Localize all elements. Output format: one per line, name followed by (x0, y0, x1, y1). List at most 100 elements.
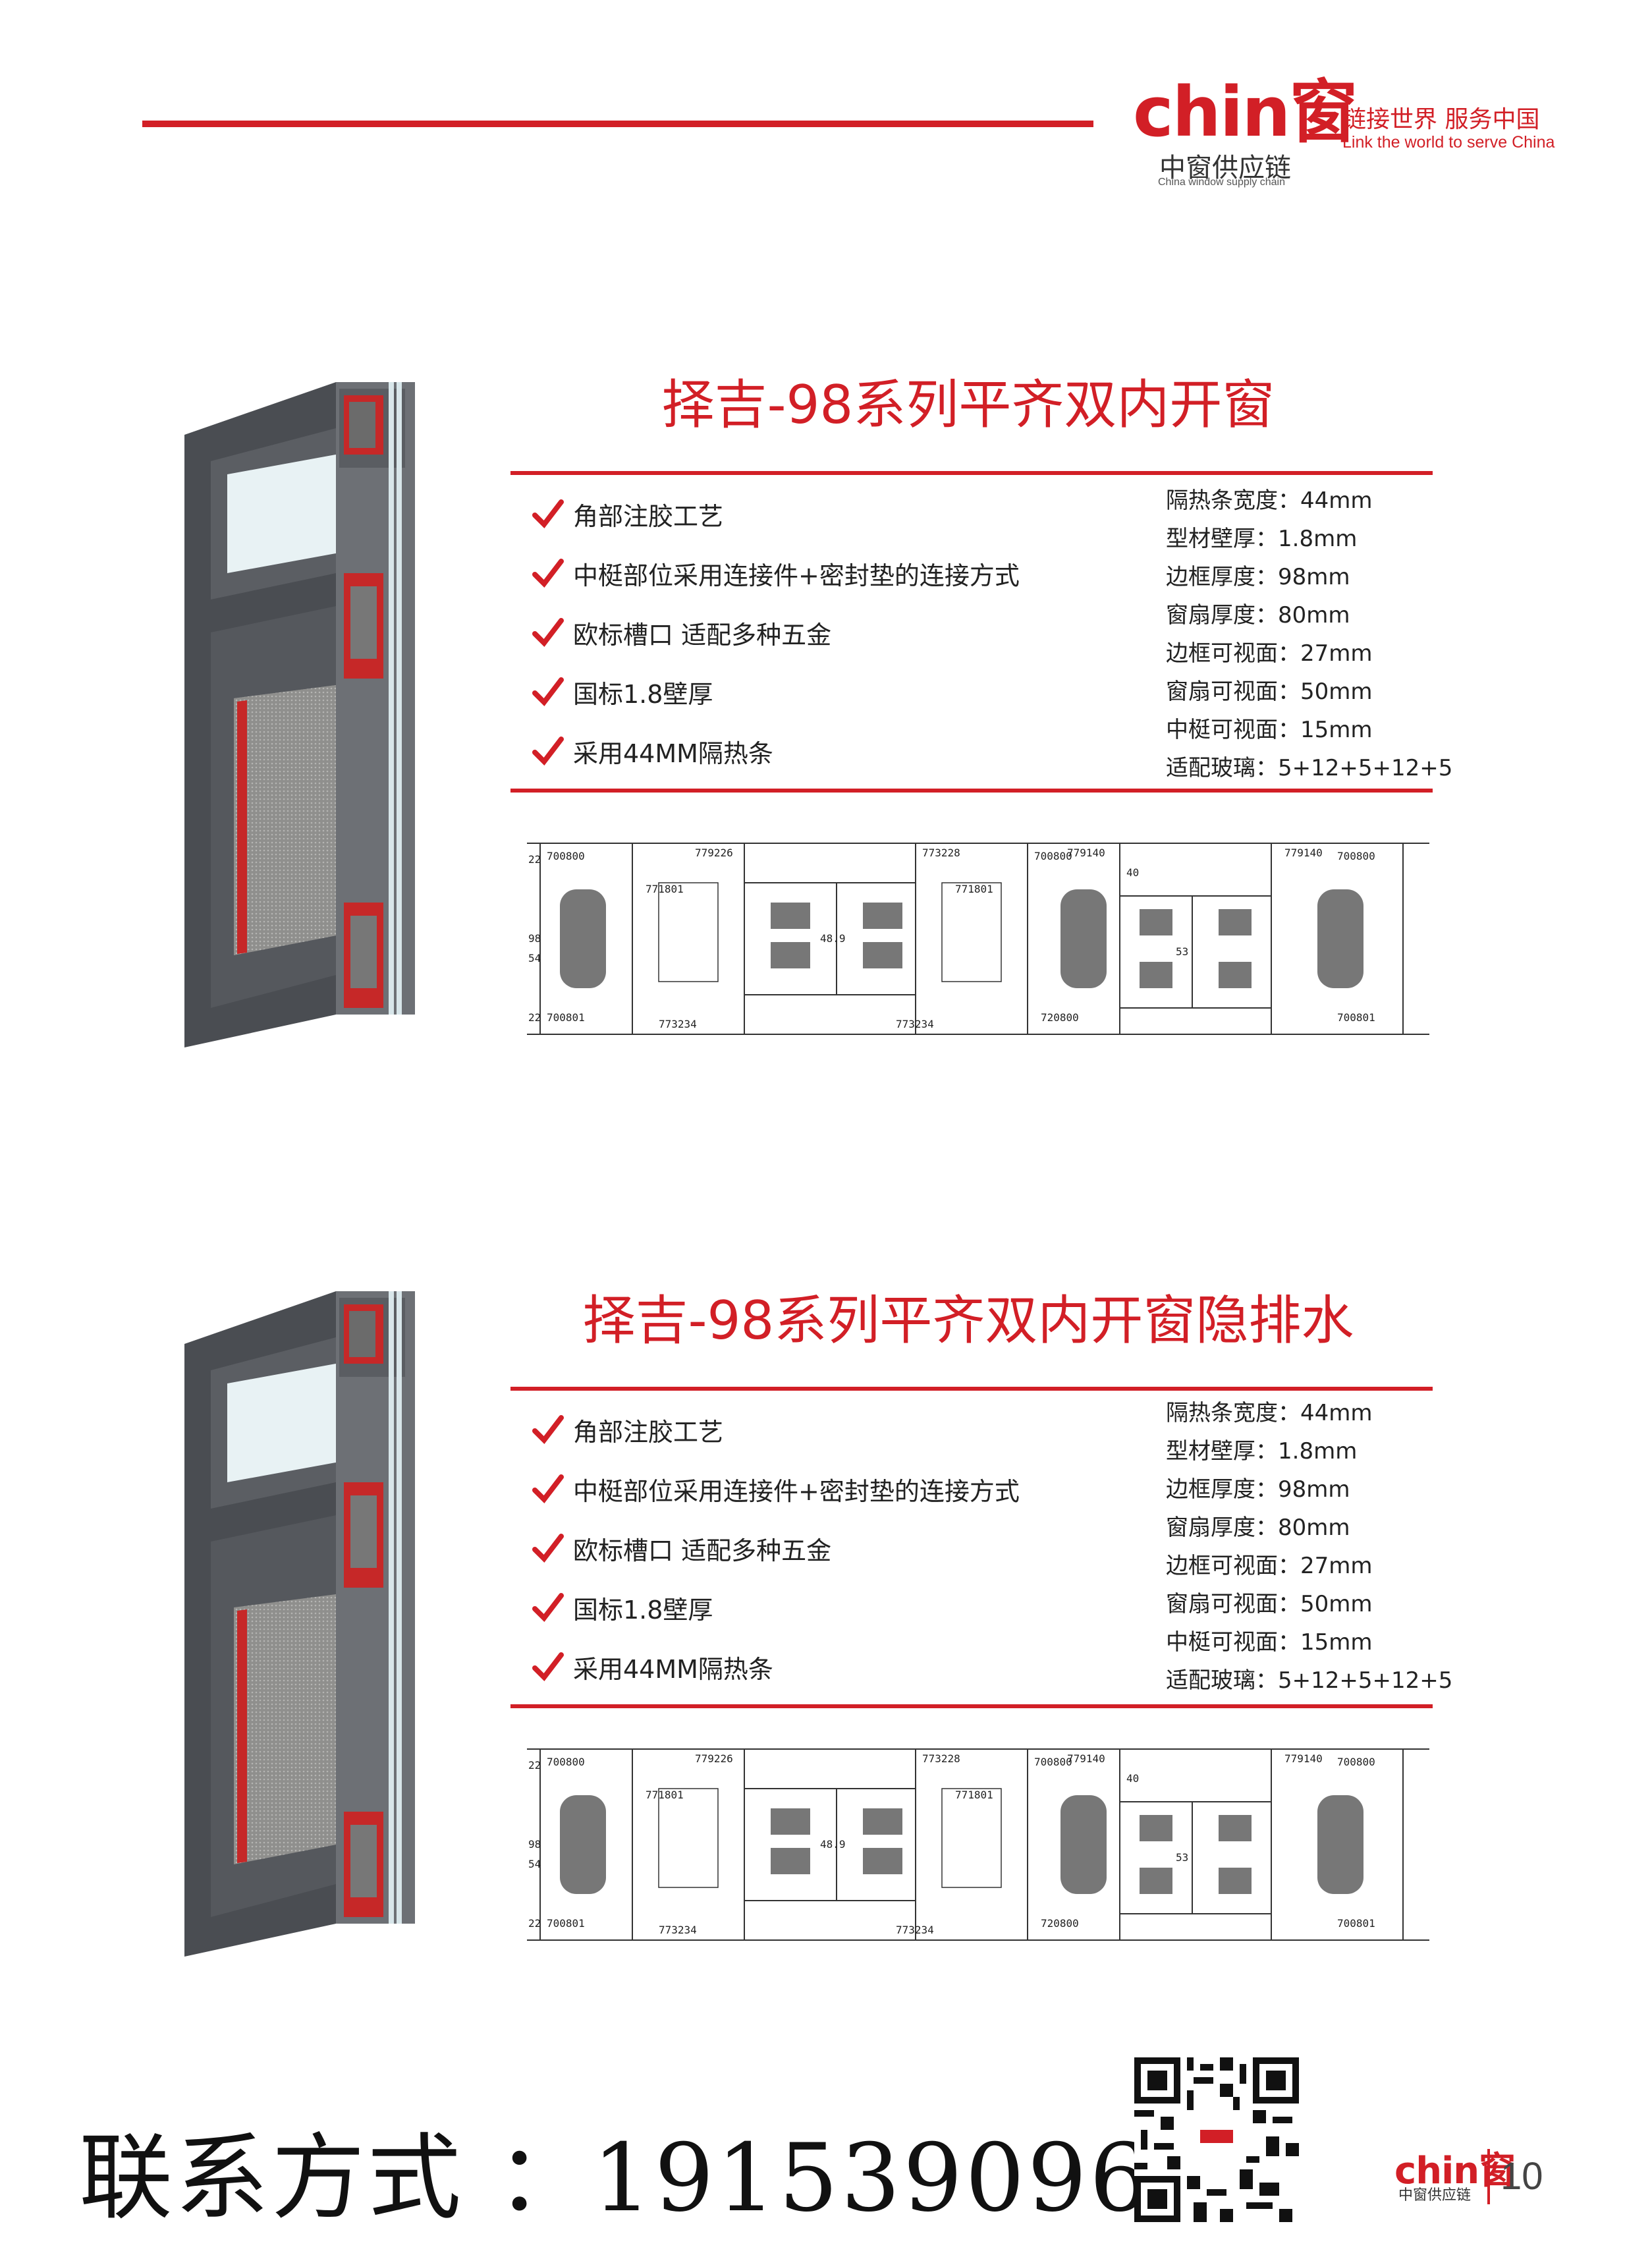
dimension-label: 98 (528, 932, 541, 945)
brand-chinese-name: 中窗供应链 (1159, 153, 1291, 183)
part-code-label: 720800 (1041, 1917, 1079, 1930)
part-code-label: 700800 (1034, 1756, 1072, 1768)
header-rule (142, 121, 1093, 127)
dimension-label: 54 (528, 952, 541, 964)
spec-item: 边框可视面：27mm (1166, 640, 1373, 667)
checkmark-icon (532, 677, 564, 707)
part-code-label: 779140 (1284, 847, 1323, 859)
part-code-label: 779226 (695, 1752, 733, 1765)
part-code-label: 773234 (659, 1924, 697, 1936)
footer-brand-chinese-name: 中窗供应链 (1398, 2187, 1472, 2204)
feature-item: 中梃部位采用连接件+密封垫的连接方式 (532, 553, 1125, 593)
brand-logo: chin窗 中窗供应链 China window supply chain (1133, 72, 1607, 188)
checkmark-icon (532, 559, 564, 588)
brand-wordmark: chin窗 (1133, 72, 1358, 152)
part-code-label: 700800 (1337, 1756, 1375, 1768)
spec-item: 边框厚度：98mm (1166, 1476, 1350, 1503)
part-code-label: 773228 (922, 1752, 960, 1765)
part-code-label: 700800 (1034, 850, 1072, 862)
section-divider (510, 1704, 1433, 1708)
spec-item: 中梃可视面：15mm (1166, 1629, 1373, 1656)
checkmark-icon (532, 1534, 564, 1563)
spec-item: 隔热条宽度：44mm (1166, 1400, 1373, 1426)
part-code-label: 779140 (1284, 1752, 1323, 1765)
spec-item: 中梃可视面：15mm (1166, 717, 1373, 743)
feature-item: 中梃部位采用连接件+密封垫的连接方式 (532, 1469, 1125, 1509)
part-code-label: 720800 (1041, 1011, 1079, 1024)
spec-item: 型材壁厚：1.8mm (1166, 1438, 1358, 1464)
spec-item: 窗扇可视面：50mm (1166, 1591, 1373, 1617)
footer-brand-wordmark: chin窗 (1394, 2150, 1516, 2192)
part-code-label: 700801 (1337, 1917, 1375, 1930)
part-code-label: 771801 (955, 883, 993, 895)
spec-item: 窗扇厚度：80mm (1166, 602, 1350, 628)
feature-item: 欧标槽口 适配多种五金 (532, 613, 1125, 652)
brand-english-name: China window supply chain (1158, 177, 1285, 188)
dimension-label: 40 (1126, 866, 1139, 879)
feature-item: 国标1.8壁厚 (532, 672, 1125, 711)
dimension-label: 48.9 (820, 932, 846, 945)
dimension-label: 40 (1126, 1772, 1139, 1785)
part-code-label: 700801 (547, 1011, 585, 1024)
dimension-label: 22 (528, 853, 541, 866)
part-code-label: 700800 (547, 1756, 585, 1768)
checkmark-icon (532, 499, 564, 529)
title-underline (510, 1387, 1433, 1391)
part-code-label: 773234 (896, 1018, 934, 1030)
dimension-label: 22 (528, 1011, 541, 1024)
part-code-label: 779140 (1067, 1752, 1105, 1765)
part-code-label: 700800 (1337, 850, 1375, 862)
checkmark-icon (532, 1593, 564, 1623)
dimension-label: 54 (528, 1858, 541, 1870)
product-block-2: 择吉-98系列平齐双内开窗隐排水 角部注胶工艺 中梃部位采用连接件+密封垫的连接… (0, 916, 1652, 1957)
cross-section-diagram: 700800 771801 779226 773228 771801 70080… (527, 1748, 1429, 1941)
part-code-label: 700800 (547, 850, 585, 862)
slogan-english: Link the world to serve China (1342, 133, 1555, 152)
spec-item: 型材壁厚：1.8mm (1166, 526, 1358, 552)
spec-item: 边框可视面：27mm (1166, 1553, 1373, 1579)
title-underline (510, 471, 1433, 475)
dimension-label: 98 (528, 1838, 541, 1851)
dimension-label: 22 (528, 1759, 541, 1771)
part-code-label: 700801 (547, 1917, 585, 1930)
product-title: 择吉-98系列平齐双内开窗隐排水 (582, 1290, 1354, 1351)
spec-item: 窗扇厚度：80mm (1166, 1515, 1350, 1541)
checkmark-icon (532, 1415, 564, 1445)
part-code-label: 773234 (896, 1924, 934, 1936)
feature-item: 欧标槽口 适配多种五金 (532, 1528, 1125, 1568)
part-code-label: 771801 (646, 1789, 684, 1801)
feature-item: 国标1.8壁厚 (532, 1588, 1125, 1627)
window-profile-illustration (184, 382, 415, 1047)
diagram-labels: 700800 771801 779226 773228 771801 70080… (528, 847, 1375, 1030)
dimension-label: 53 (1176, 1851, 1188, 1864)
footer-brand-logo: chin窗 中窗供应链 (1394, 2141, 1520, 2214)
slogan-chinese: 链接世界 服务中国 (1342, 106, 1540, 133)
part-code-label: 779226 (695, 847, 733, 859)
footer-separator (1487, 2149, 1490, 2204)
product-title: 择吉-98系列平齐双内开窗 (661, 374, 1275, 435)
dimension-label: 22 (528, 1917, 541, 1930)
feature-item: 采用44MM隔热条 (532, 731, 1125, 771)
qr-code-icon[interactable] (1134, 2057, 1299, 2222)
part-code-label: 779140 (1067, 847, 1105, 859)
feature-item: 角部注胶工艺 (532, 1410, 1125, 1449)
cross-section-diagram: 700800 771801 779226 773228 771801 70080… (527, 843, 1429, 1035)
spec-item: 窗扇可视面：50mm (1166, 679, 1373, 705)
part-code-label: 773228 (922, 847, 960, 859)
contact-info: 联系方式 ：19153909699 (79, 2124, 1276, 2233)
checkmark-icon (532, 618, 564, 648)
dimension-label: 48.9 (820, 1838, 846, 1851)
window-profile-illustration (184, 1291, 415, 1957)
checkmark-icon (532, 1474, 564, 1504)
diagram-labels: 700800 771801 779226 773228 771801 70080… (528, 1752, 1375, 1936)
spec-item: 适配玻璃：5+12+5+12+5 (1166, 755, 1453, 781)
spec-item: 隔热条宽度：44mm (1166, 488, 1373, 514)
feature-item: 采用44MM隔热条 (532, 1647, 1125, 1686)
part-code-label: 771801 (955, 1789, 993, 1801)
checkmark-icon (532, 1652, 564, 1682)
part-code-label: 771801 (646, 883, 684, 895)
part-code-label: 773234 (659, 1018, 697, 1030)
part-code-label: 700801 (1337, 1011, 1375, 1024)
feature-item: 角部注胶工艺 (532, 494, 1125, 534)
spec-item: 适配玻璃：5+12+5+12+5 (1166, 1667, 1453, 1694)
